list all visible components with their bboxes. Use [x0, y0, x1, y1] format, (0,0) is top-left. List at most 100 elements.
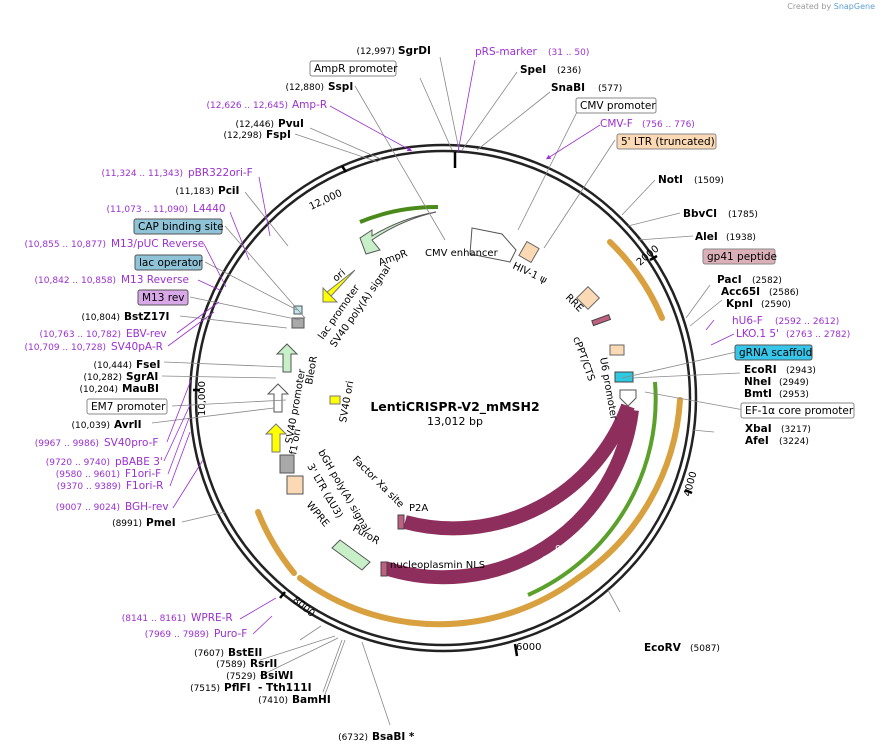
cas9-outer-arc	[382, 409, 639, 585]
site-snabi-pos: (577)	[598, 84, 622, 94]
site-avrii: AvrII	[114, 419, 142, 431]
backbone-outer	[188, 143, 698, 653]
arc-orange-right-lower	[575, 397, 683, 581]
site-sgrai-pos: (10,282)	[83, 373, 122, 383]
arc-green-right	[527, 381, 658, 597]
feat-npnls: nucleoplasmin NLS	[390, 560, 485, 571]
site-bamhi-pos: (7410)	[258, 696, 288, 706]
primer-m13-reverse: M13 Reverse	[121, 274, 189, 286]
site-bstz17i-pos: (10,804)	[81, 313, 120, 323]
site-sspi: SspI	[328, 81, 353, 93]
site-pflfi-pos: (7515)	[190, 684, 220, 694]
site-kpni: KpnI	[726, 298, 753, 310]
primer-lines	[163, 59, 735, 635]
primer-bgh-rev-pos: (9007 .. 9024)	[56, 503, 120, 513]
site-ecori: EcoRI	[744, 364, 777, 376]
site-pvui: PvuI	[278, 118, 304, 130]
primer-f1ori-f: F1ori-F	[125, 468, 161, 480]
arc-orange-left	[255, 509, 297, 576]
site-maubi-pos: (10,204)	[79, 385, 118, 395]
primer-hu6-f: hU6-F	[732, 315, 763, 327]
site-rsrii: RsrII	[250, 658, 277, 670]
site-ecorv-pos: (5087)	[690, 644, 720, 654]
primer-f1ori-r: F1ori-R	[126, 480, 163, 492]
site-spei: SpeI	[520, 64, 546, 76]
box-gp41: gp41 peptide	[707, 251, 777, 263]
site-ecorv: EcoRV	[644, 642, 682, 654]
site-ecori-pos: (2943)	[786, 366, 816, 376]
site-xbai-pos: (3217)	[781, 425, 811, 435]
site-pvui-pos: (12,446)	[235, 120, 274, 130]
site-kpni-pos: (2590)	[761, 300, 791, 310]
feat-ori: ori	[331, 268, 348, 285]
box-cmv-promoter: CMV promoter	[580, 100, 656, 112]
primer-pbabe3-pos: (9720 .. 9740)	[46, 458, 110, 468]
primer-pbr322ori-f-pos: (11,324 .. 11,343)	[102, 169, 183, 179]
tick-12000: 12,000	[308, 188, 344, 213]
primer-prs-marker: pRS-marker	[475, 46, 538, 58]
box-ef1a: EF-1α core promoter	[745, 405, 854, 417]
site-fsei-pos: (10,444)	[93, 361, 132, 371]
feat-bleor: BleoR	[304, 355, 320, 385]
primer-m13puc: M13/pUC Reverse	[111, 238, 204, 250]
primer-cmv-f-pos: (756 .. 776)	[642, 120, 695, 130]
primer-hu6-f-pos: (2592 .. 2612)	[775, 317, 839, 327]
site-bmti-pos: (2953)	[779, 390, 809, 400]
tick-8000: 8000	[290, 595, 317, 620]
site-paci-pos: (2582)	[752, 276, 782, 286]
arc-orange-bottom	[297, 575, 581, 628]
backbone-inner	[194, 149, 692, 647]
primer-sv40pro-f-pos: (9967 .. 9986)	[35, 439, 99, 449]
box-ampr-promoter: AmpR promoter	[314, 63, 398, 75]
tick-6000: 6000	[516, 642, 541, 653]
feat-factorxa: Factor Xa site	[350, 454, 406, 510]
primer-ebv-rev-pos: (10,763 .. 10,782)	[40, 330, 121, 340]
site-sspi-pos: (12,880)	[285, 83, 324, 93]
feat-u6: U6 promoter	[597, 357, 619, 422]
site-snabi: SnaBI	[551, 82, 585, 94]
primer-l4440-pos: (11,073 .. 11,090)	[107, 205, 188, 215]
feat-f1-ori: f1 ori	[288, 428, 303, 456]
site-afei-pos: (3224)	[779, 437, 809, 447]
site-nhei: NheI	[744, 376, 771, 388]
box-em7-promoter: EM7 promoter	[91, 401, 166, 413]
site-sgrdi-pos: (12,997)	[356, 47, 395, 57]
feat-sv40-ori: SV40 ori	[338, 380, 356, 423]
primer-amp-r-pos: (12,626 .. 12,645)	[207, 101, 288, 111]
primer-l4440: L4440	[193, 203, 226, 215]
primer-puro-f-pos: (7969 .. 7989)	[145, 630, 209, 640]
site-acc65i-pos: (2586)	[769, 288, 799, 298]
site-spei-pos: (236)	[557, 66, 581, 76]
site-sgrdi: SgrDI	[398, 45, 431, 57]
box-grna-scaffold: gRNA scaffold	[739, 347, 812, 359]
box-5ltr: 5' LTR (truncated)	[621, 136, 715, 148]
site-bsiwi: BsiWI	[260, 670, 293, 682]
plasmid-size: 13,012 bp	[427, 415, 483, 428]
box-cap-binding-site: CAP binding site	[138, 221, 224, 233]
primer-sv40pa-r-pos: (10,709 .. 10,728)	[25, 343, 106, 353]
ticks	[193, 152, 693, 657]
plasmid-name: LentiCRISPR-V2_mMSH2	[370, 399, 539, 415]
site-afei: AfeI	[745, 435, 769, 447]
site-maubi: MauBI	[122, 383, 159, 395]
arc-green-top	[359, 204, 439, 224]
feat-cppt: cPPT/CTS	[570, 335, 596, 382]
site-fspi-pos: (12,298)	[223, 131, 262, 141]
site-pflfi: PflFI	[224, 682, 251, 694]
site-nhei-pos: (2949)	[779, 378, 809, 388]
site-bbvci-pos: (1785)	[728, 210, 758, 220]
primer-bgh-rev: BGH-rev	[125, 501, 169, 513]
primer-ebv-rev: EBV-rev	[126, 328, 167, 340]
primer-f1ori-f-pos: (9580 .. 9601)	[56, 470, 120, 480]
snapgene-logo: SnapGene	[833, 2, 875, 11]
primer-wpre-r: WPRE-R	[191, 612, 233, 624]
credit-prefix: Created by	[787, 2, 832, 11]
site-acc65i: Acc65I	[721, 286, 760, 298]
primer-prs-marker-pos: (31 .. 50)	[548, 48, 589, 58]
primer-m13puc-pos: (10,855 .. 10,877)	[25, 240, 106, 250]
site-pmei: PmeI	[146, 517, 176, 529]
primer-sv40pro-f: SV40pro-F	[104, 437, 158, 449]
primer-m13-reverse-pos: (10,842 .. 10,858)	[35, 276, 116, 286]
site-noti-pos: (1509)	[694, 176, 724, 186]
tick-10000: 10,000	[197, 381, 208, 416]
